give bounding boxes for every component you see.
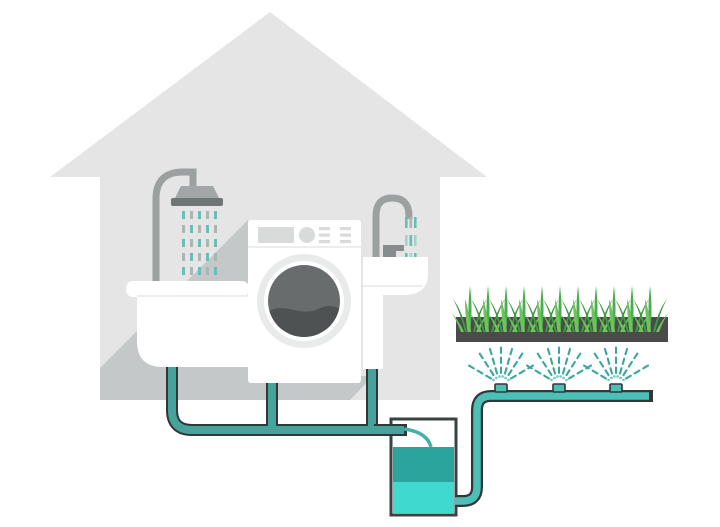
washer-vents [319,227,351,244]
sink-pedestal [363,295,383,369]
washer-knob [299,227,315,243]
tank-water-lower [393,482,454,513]
irrigation-pipe [455,383,653,507]
spray-fan [524,342,594,383]
sink-basin [363,257,428,295]
irrigation-pipe-fill [455,392,649,505]
washer-display [258,227,294,243]
collector-pipe [168,340,382,434]
spray-jets [466,342,651,383]
shower-head [175,186,219,198]
faucet-spout [383,245,404,251]
bathtub-rim-line [137,295,249,297]
spray-fan [466,342,536,383]
roof [50,12,487,177]
bathtub-body [137,297,249,367]
faucet-body [383,249,396,258]
sink-faucet [372,194,417,264]
washer-drum [257,254,351,348]
pipe-end-cap [649,390,653,402]
storage-tank [374,417,458,517]
shower [152,168,223,292]
sprinkler-nozzle [609,383,623,393]
inflow-stream [403,427,433,448]
washing-machine [248,220,361,383]
drum-water-wave [268,306,340,337]
spray-fan [581,342,651,383]
sprinkler-nozzle [552,383,566,393]
bathtub [126,281,249,367]
sink-front-line [363,285,423,287]
tank-water-upper [393,447,454,482]
irrigation-pipe-outline [455,390,651,507]
bathtub-rim [126,281,249,297]
sink [363,257,428,369]
shower-head-face [171,198,223,206]
faucet-arch [372,194,413,258]
sink-water [405,217,417,264]
sprinkler-nozzles [494,383,623,393]
drain-pipes [166,340,382,436]
shower-arm [152,168,197,292]
inflow-pipe [374,426,404,434]
washer-panel-line [248,246,361,248]
lawn [451,286,669,342]
sprinkler-nozzle [494,383,508,393]
